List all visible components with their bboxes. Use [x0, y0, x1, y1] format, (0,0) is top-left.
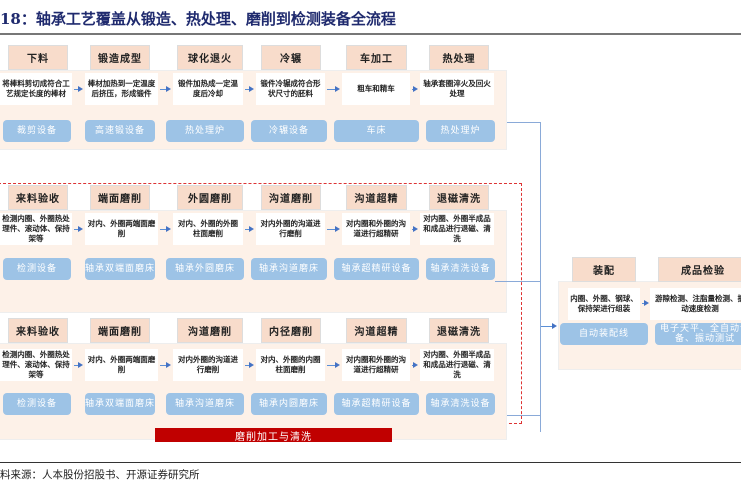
connector-line [507, 415, 540, 416]
step-header: 冷辗 [261, 45, 321, 70]
step-description: 锻件加热成一定温度后冷却 [173, 73, 243, 105]
equipment-label: 轴承超精研设备 [334, 393, 419, 415]
step-header: 沟道磨削 [177, 318, 243, 343]
step-description: 锻件冷辗成符合形状尺寸的胚料 [256, 73, 325, 105]
arrow-icon [160, 362, 171, 368]
step-header: 来料验收 [8, 185, 68, 210]
step-description: 对内外圈的沟道进行磨削 [173, 349, 243, 381]
step-header: 沟道超精 [346, 185, 407, 210]
equipment-label: 轴承外圆磨床 [166, 258, 244, 280]
step-description: 粗车和精车 [342, 73, 410, 105]
step-header: 球化退火 [177, 45, 243, 70]
arrow-icon [412, 226, 418, 232]
arrow-icon [245, 226, 254, 232]
arrow-icon [160, 86, 171, 92]
step-description: 对内圈、外圈半成品和成品进行退磁、清洗 [420, 349, 494, 381]
equipment-label: 轴承双端面磨床 [85, 258, 155, 280]
equipment-label: 轴承双端面磨床 [85, 393, 155, 415]
step-header: 成品检验 [658, 257, 741, 282]
connector-line [507, 122, 540, 123]
arrow-icon [541, 323, 557, 329]
step-header: 沟道磨削 [261, 185, 321, 210]
arrow-icon [74, 226, 83, 232]
arrow-icon [74, 86, 83, 92]
step-header: 沟道超精 [346, 318, 407, 343]
step-description: 检测内圈、外圈热处理件、滚动体、保持架等 [0, 349, 72, 381]
equipment-label: 轴承沟道磨床 [251, 258, 327, 280]
step-description: 对内、外圈的内圈柱面磨削 [256, 349, 325, 381]
arrow-icon [327, 86, 340, 92]
step-header: 外圆磨削 [177, 185, 243, 210]
step-description: 将棒料剪切成符合工艺规定长度的棒材 [0, 73, 72, 105]
step-description: 棒材加热到一定温度后挤压，形成锻件 [85, 73, 158, 105]
equipment-label: 检测设备 [3, 258, 71, 280]
equipment-label: 轴承超精研设备 [334, 258, 419, 280]
step-header: 退磁清洗 [429, 318, 489, 343]
equipment-label: 轴承内圆磨床 [251, 393, 327, 415]
arrow-icon [412, 362, 418, 368]
step-description: 对内、外圈两端面磨削 [85, 349, 158, 381]
arrow-icon [245, 86, 254, 92]
equipment-label: 热处理炉 [166, 120, 244, 142]
arrow-icon [74, 362, 83, 368]
arrow-icon [160, 226, 171, 232]
step-header: 下料 [8, 45, 68, 70]
title-divider [0, 33, 741, 35]
equipment-label: 轴承清洗设备 [426, 258, 495, 280]
step-header: 退磁清洗 [429, 185, 489, 210]
grinding-label: 磨削加工与清洗 [155, 428, 392, 443]
step-description: 轴承套圈淬火及回火处理 [420, 73, 494, 105]
step-header: 装配 [572, 257, 636, 282]
source-note: 料来源：人本股份招股书、开源证券研究所 [0, 469, 200, 481]
equipment-label: 轴承清洗设备 [426, 393, 495, 415]
step-header: 锻造成型 [90, 45, 150, 70]
step-header: 内径磨削 [261, 318, 321, 343]
step-header: 端面磨削 [90, 318, 150, 343]
step-header: 来料验收 [8, 318, 68, 343]
equipment-label: 裁剪设备 [3, 120, 71, 142]
step-description: 内圈、外圈、钢球、保持架进行组装 [568, 288, 640, 320]
equipment-label: 车床 [334, 120, 419, 142]
source-divider [0, 462, 741, 463]
step-description: 对内圈和外圈的沟道进行超精研 [342, 213, 410, 245]
arrow-icon [245, 362, 254, 368]
step-description: 对内外圈的沟道进行磨削 [256, 213, 325, 245]
equipment-label: 自动装配线 [560, 323, 648, 345]
arrow-icon [412, 86, 418, 92]
step-description: 检测内圈、外圈热处理件、滚动体、保持架等 [0, 213, 72, 245]
step-description: 对内圈和外圈的沟道进行超精研 [342, 349, 410, 381]
equipment-label: 热处理炉 [426, 120, 495, 142]
equipment-label: 高速锻设备 [85, 120, 155, 142]
step-description: 对内圈、外圈半成品和成品进行退磁、清洗 [420, 213, 494, 245]
step-header: 端面磨削 [90, 185, 150, 210]
step-description: 对内、外圈的外圈柱面磨削 [173, 213, 243, 245]
equipment-label: 检测设备 [3, 393, 71, 415]
arrow-icon [327, 362, 340, 368]
connector-line [540, 122, 541, 432]
equipment-label: 冷辗设备 [251, 120, 327, 142]
arrow-icon [642, 300, 649, 306]
step-description: 游隙检测、注脂量检测、振动速度检测 [650, 288, 741, 320]
equipment-label: 轴承沟道磨床 [166, 393, 244, 415]
step-description: 对内、外圈两端面磨削 [85, 213, 158, 245]
step-header: 热处理 [429, 45, 489, 70]
figure-title: 18：轴承工艺覆盖从锻造、热处理、磨削到检测装备全流程 [0, 10, 396, 28]
connector-line [495, 281, 540, 282]
equipment-label: 电子天平、全自动设备、振动测试 [655, 323, 741, 345]
step-header: 车加工 [346, 45, 407, 70]
arrow-icon [327, 226, 340, 232]
